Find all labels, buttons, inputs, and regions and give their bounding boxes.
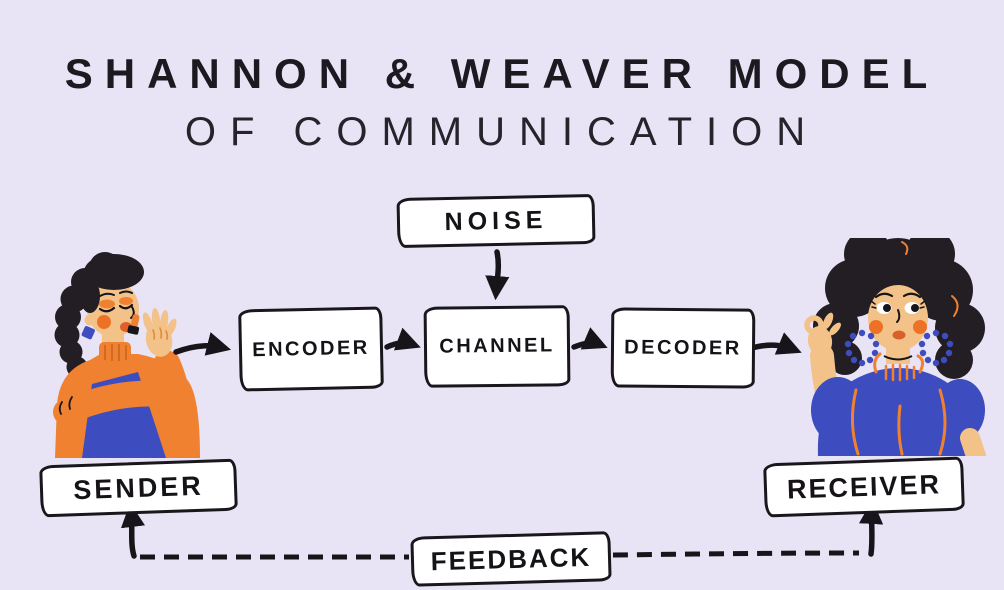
blush (869, 320, 883, 334)
sender-box: SENDER (39, 458, 238, 518)
blush (913, 320, 927, 334)
channel-box: CHANNEL (423, 305, 571, 388)
encoder-label: ENCODER (252, 336, 370, 361)
blush (97, 315, 111, 329)
encoder-box: ENCODER (238, 306, 384, 392)
noise-label: NOISE (444, 205, 548, 236)
blue-top (811, 352, 986, 456)
lipstick (127, 314, 140, 335)
lips (892, 330, 906, 340)
arrow-channel-to-decoder (571, 327, 608, 350)
feedback-label: FEEDBACK (430, 541, 592, 576)
hair-highlights (901, 241, 959, 317)
feedback-box: FEEDBACK (410, 531, 612, 587)
hand (142, 308, 177, 357)
receiver-label: RECEIVER (786, 468, 942, 505)
earring (81, 326, 95, 340)
ok-hand (804, 312, 841, 356)
arrow-encoder-to-channel (384, 327, 421, 351)
sender-label: SENDER (72, 470, 205, 505)
title-line2: OF COMMUNICATION (184, 110, 820, 154)
arrow-noise-to-channel (485, 249, 510, 301)
face (868, 285, 928, 351)
sender-illustration (53, 252, 200, 458)
crossed-arm (53, 380, 181, 425)
arrow-feedback-to-sender (120, 502, 145, 559)
raised-arm (127, 308, 198, 456)
receiver-box: RECEIVER (763, 456, 965, 518)
feedback-dashed-right (612, 550, 860, 558)
channel-label: CHANNEL (439, 334, 555, 358)
decoder-box: DECODER (610, 307, 756, 389)
decoder-label: DECODER (624, 335, 742, 360)
receiver-illustration (804, 238, 986, 456)
beaded-earrings (844, 329, 954, 367)
title-line1: SHANNON & WEAVER MODEL (64, 50, 940, 97)
noise-box: NOISE (396, 193, 596, 249)
face (80, 254, 144, 340)
arrow-feedback-to-receiver (858, 499, 884, 557)
neck (886, 344, 910, 364)
